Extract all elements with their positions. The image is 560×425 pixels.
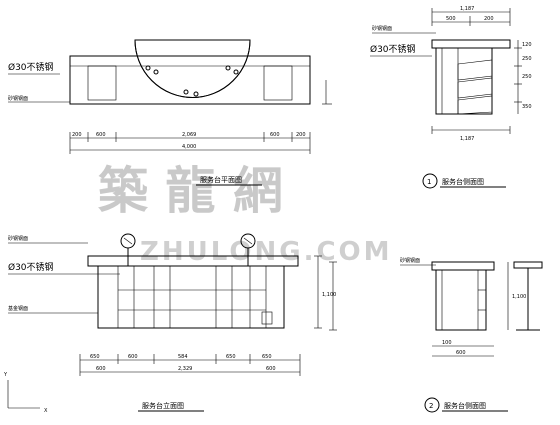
elev-label-material: 砂钢钢面 xyxy=(8,235,28,242)
elev-dim-bottom-2: 600 xyxy=(266,366,276,372)
elev-dim-bottom-0: 600 xyxy=(96,366,106,372)
elev-dim-top-1: 600 xyxy=(128,354,138,360)
front-elevation: 砂钢钢面 Ø30不锈钢 基金钢面 1,100 650 600 584 650 6… xyxy=(3,233,336,414)
plan-post-marker xyxy=(233,69,239,75)
side1-dim-top-a: 500 xyxy=(446,16,456,22)
side2-title-number-circle xyxy=(424,397,440,413)
elev-dim-top-3: 650 xyxy=(226,354,236,360)
side1-dim-right-0: 120 xyxy=(522,42,532,48)
elev-post-right-mark xyxy=(243,237,253,245)
plan-dim-2: 2,069 xyxy=(182,132,196,138)
elev-label-pipe: Ø30不锈钢 xyxy=(8,261,54,273)
plan-post-marker xyxy=(193,91,199,97)
plan-label-material: 砂钢钢面 xyxy=(8,95,28,102)
elev-dim-top-4: 650 xyxy=(262,354,272,360)
side2-body xyxy=(435,269,487,331)
plan-semicircle-desk xyxy=(134,39,251,98)
plan-post-marker xyxy=(145,65,151,71)
side1-dim-right-1: 250 xyxy=(522,56,532,62)
side2-label-material: 砂钢钢面 xyxy=(400,257,420,264)
side-view-1: 1,187 500 200 120 250 250 350 1,187 砂钢钢面 xyxy=(322,6,532,189)
plan-post-marker xyxy=(183,89,189,95)
side-view-2: 砂钢钢面 1,100 100 600 2 服务台侧面图 xyxy=(329,257,543,413)
watermark-cn: 築 龍 網 xyxy=(98,161,283,220)
elev-dim-top-0: 650 xyxy=(90,354,100,360)
plan-right-cabinet xyxy=(263,65,293,101)
side1-drawer xyxy=(457,59,493,81)
side1-drawer xyxy=(457,77,493,99)
ucs-x-label: X xyxy=(44,408,48,414)
side2-title: 服务台侧面图 xyxy=(444,401,486,410)
plan-title: 服务台平面图 xyxy=(200,175,242,184)
side1-counter-top xyxy=(431,39,511,49)
plan-view: Ø30不锈钢 砂钢钢面 200 600 2,069 600 200 4,000 … xyxy=(8,39,311,186)
side1-title-number-circle xyxy=(422,173,438,189)
side1-title: 服务台侧面图 xyxy=(442,177,484,186)
plan-left-cabinet xyxy=(87,65,117,101)
elev-handle xyxy=(261,311,273,325)
side1-label-material: 砂钢钢面 xyxy=(372,25,392,32)
plan-label-pipe: Ø30不锈钢 xyxy=(8,61,54,73)
side1-label-pipe: Ø30不锈钢 xyxy=(370,43,416,55)
elev-dim-height: 1,100 xyxy=(322,292,336,298)
plan-dim-total: 4,000 xyxy=(182,144,196,150)
side1-dim-right-3: 350 xyxy=(522,104,532,110)
side1-dim-bottom: 1,187 xyxy=(460,136,474,142)
side1-dim-top-total: 1,187 xyxy=(460,6,474,12)
plan-dim-0: 200 xyxy=(72,132,82,138)
side1-title-number: 1 xyxy=(427,178,431,186)
watermark-en: ZHULONG.COM xyxy=(140,237,393,267)
elev-dim-top-2: 584 xyxy=(178,354,188,360)
plan-counter-outline xyxy=(69,55,311,105)
side2-dim-bottom-1: 600 xyxy=(456,350,466,356)
plan-semicircle-arc xyxy=(134,39,251,98)
elev-post-right-cap xyxy=(240,233,256,249)
side2-title-number: 2 xyxy=(429,402,433,410)
side2-dim-right-0: 1,100 xyxy=(512,294,526,300)
plan-dim-3: 600 xyxy=(270,132,280,138)
elev-label-base: 基金钢面 xyxy=(8,305,28,312)
side1-drawer xyxy=(457,95,493,115)
side2-counter-top xyxy=(431,261,495,271)
side2-dim-bottom-0: 100 xyxy=(442,340,452,346)
plan-post-marker xyxy=(153,69,159,75)
elev-dim-bottom-1: 2,329 xyxy=(178,366,192,372)
elev-post-left-mark xyxy=(123,237,133,245)
side1-dim-top-b: 200 xyxy=(484,16,494,22)
plan-dim-1: 600 xyxy=(96,132,106,138)
side1-dim-right-2: 250 xyxy=(522,74,532,80)
elev-body xyxy=(97,265,285,329)
plan-dim-4: 200 xyxy=(296,132,306,138)
ucs-y-label: Y xyxy=(3,372,8,378)
side2-small-top xyxy=(513,261,543,269)
elev-title: 服务台立面图 xyxy=(142,401,184,410)
plan-post-marker xyxy=(225,65,231,71)
elev-post-left-cap xyxy=(120,233,136,249)
